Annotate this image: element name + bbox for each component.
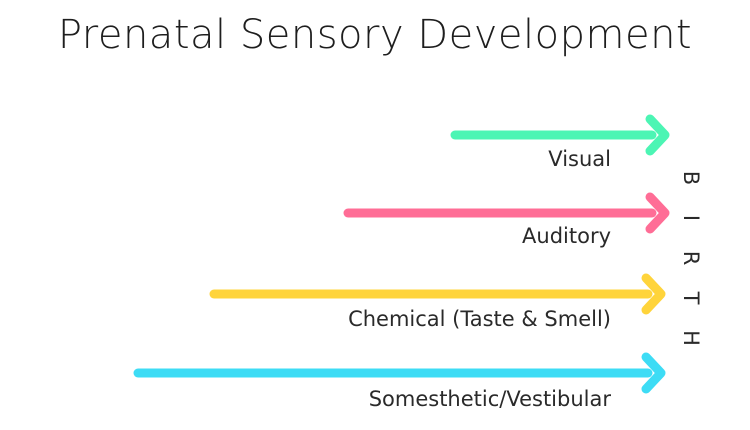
birth-letter: R — [679, 251, 703, 266]
arrow-auditory-label: Auditory — [522, 224, 611, 248]
arrow-auditory-head — [645, 192, 670, 234]
birth-letter: H — [679, 330, 703, 346]
arrow-somesthetic-head — [641, 352, 666, 394]
arrow-visual: Visual — [450, 114, 670, 171]
arrow-auditory: Auditory — [343, 192, 670, 248]
arrow-visual-head — [645, 114, 670, 156]
birth-label: B I R T H — [679, 171, 703, 346]
arrow-chemical-label: Chemical (Taste & Smell) — [348, 307, 611, 331]
arrow-somesthetic-label: Somesthetic/Vestibular — [369, 387, 612, 411]
birth-letter: T — [679, 291, 703, 305]
birth-letter: B — [679, 171, 703, 185]
arrow-chemical: Chemical (Taste & Smell) — [209, 273, 666, 331]
diagram-title: Prenatal Sensory Development — [57, 12, 693, 58]
birth-letter: I — [679, 215, 703, 221]
arrow-somesthetic: Somesthetic/Vestibular — [133, 352, 666, 411]
arrow-chemical-head — [641, 273, 666, 315]
arrow-visual-label: Visual — [548, 147, 611, 171]
